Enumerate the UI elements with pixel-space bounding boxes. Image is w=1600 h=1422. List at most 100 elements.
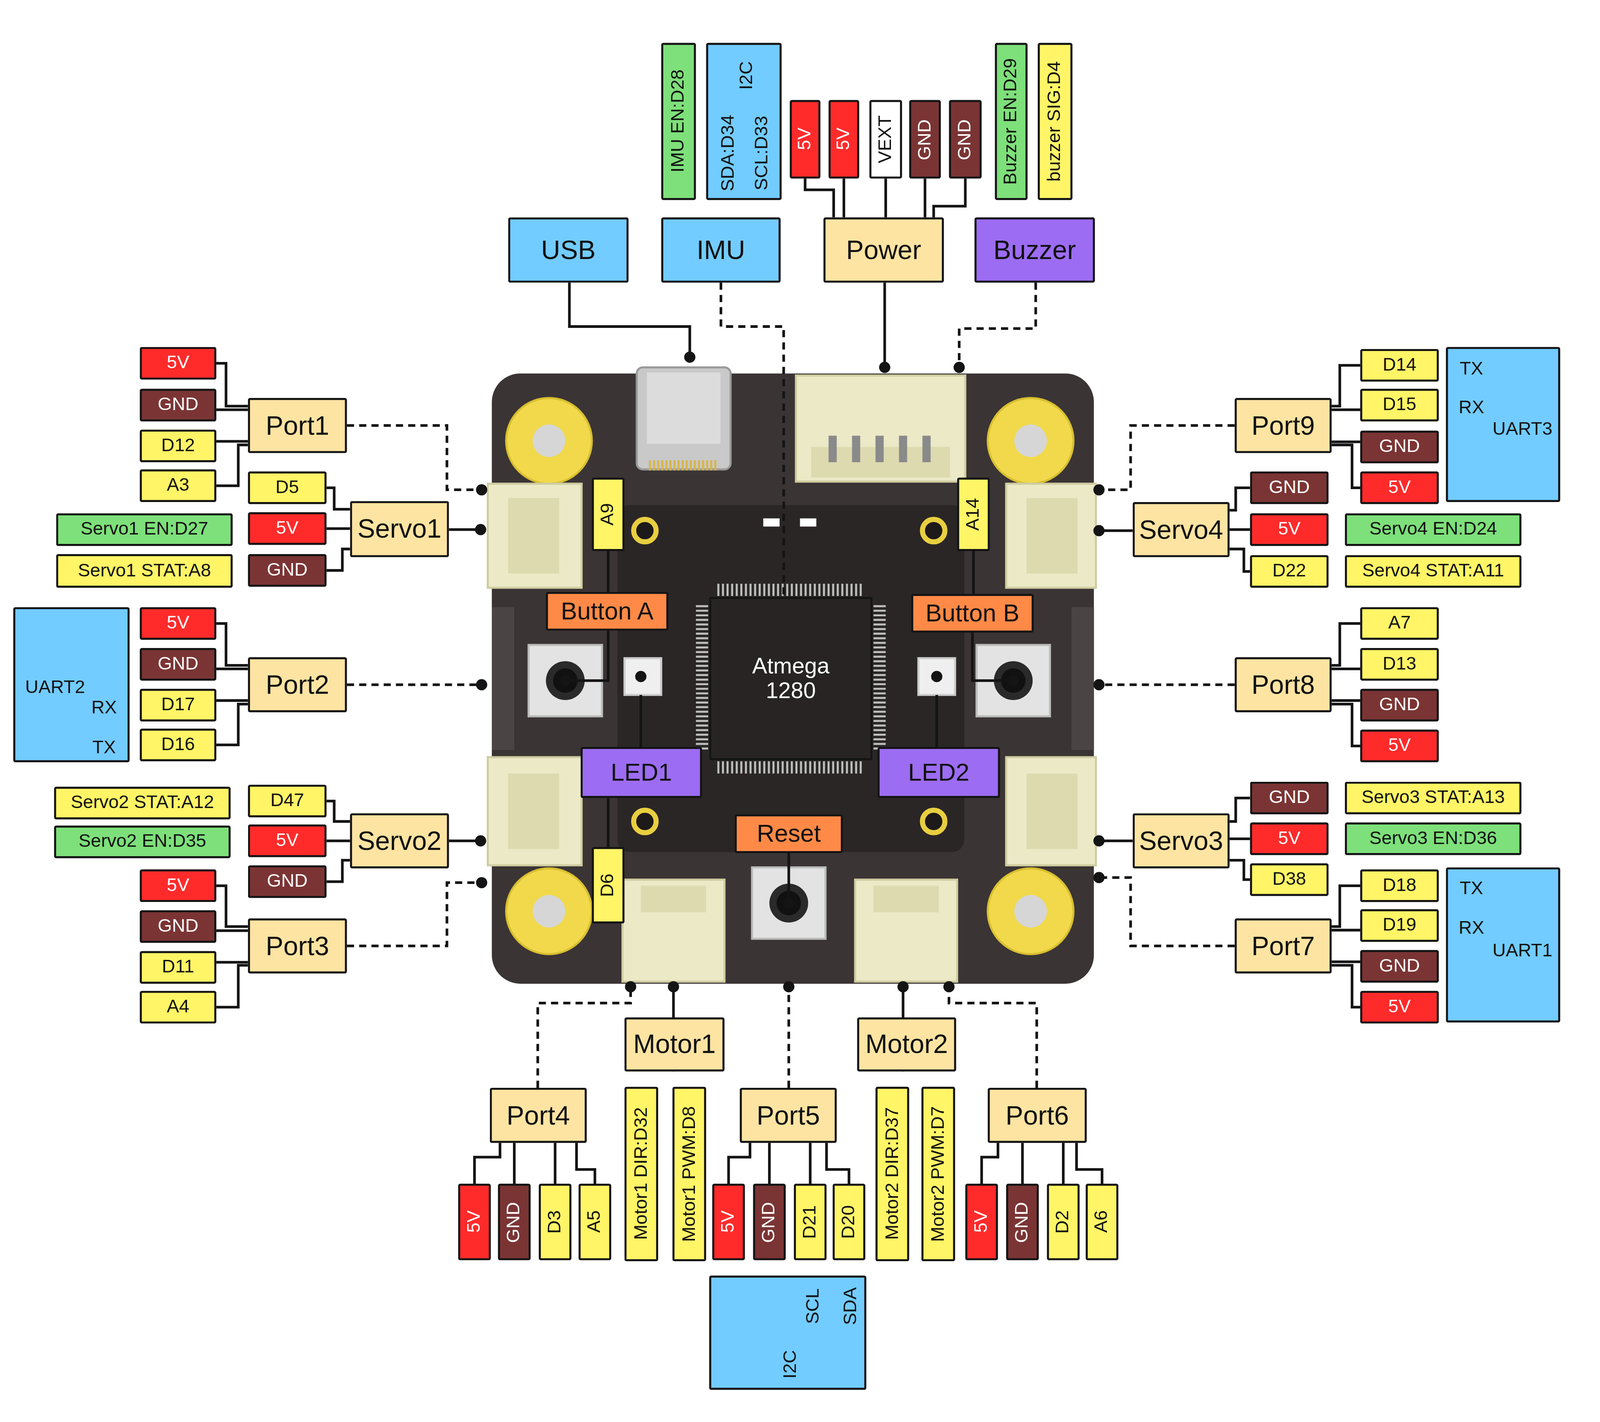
node-label: Port4 [506,1100,571,1131]
wire-connector [842,178,846,218]
wire-connector [326,548,350,571]
wire-connector [1331,408,1361,412]
signal-pin-tag: D18 [1360,869,1439,902]
ground-pin-tag: GND [753,1183,786,1261]
wire-connector [1229,548,1250,572]
node-label: D17 [161,694,195,716]
node-label: USB [541,235,596,265]
port-box: Motor1 [624,1017,725,1072]
node-label: D16 [161,734,195,756]
mounting-hole [1014,424,1047,458]
leader-line [959,282,1036,368]
power-pin-tag: 5V [1250,822,1329,855]
node-label: 5V [795,127,816,151]
interface-box: IMU [661,217,781,283]
indicator-box: Buzzer [974,217,1095,283]
wire-connector [1229,487,1250,511]
node-label: 5V [166,613,189,634]
wire-connector [1229,860,1250,880]
wire-connector [216,703,249,745]
signal-pin-tag: Motor2 PWM:D7 [921,1086,956,1262]
wire-connector [808,1142,812,1184]
power-pin-tag: 5V [789,100,821,179]
ground-pin-tag: GND [909,100,942,179]
signal-pin-tag: A7 [1360,607,1439,640]
enable-pin-tag: Buzzer EN:D29 [995,43,1028,201]
node-label: A7 [1388,613,1411,634]
attachment-dots [475,351,1105,993]
signal-pin-tag: D5 [248,471,327,504]
wire-connector [884,178,888,218]
wire-connector [1331,960,1361,963]
wire-connector [216,408,249,412]
motor-connector [873,885,939,913]
motor-connector [854,879,958,982]
node-label: 5V [1388,735,1411,756]
wire-connector [1229,528,1250,531]
node-label: GND [503,1201,525,1243]
motor-connector [640,885,707,913]
node-label: 5V [166,875,189,897]
node-label: 5V [1388,477,1411,499]
ground-pin-tag: GND [1250,471,1329,504]
node-label: 5V [833,127,855,151]
node-label: TX [1459,359,1484,380]
usb-pins [649,460,719,471]
leader-line [639,694,643,747]
port-box: Servo2 [349,813,449,869]
silkscreen-mark [763,518,780,527]
ground-pin-tag: GND [248,865,327,898]
port-box: Port7 [1234,918,1332,974]
dashed-leader-lines [347,282,1235,1088]
node-label: Port5 [756,1100,820,1131]
leader-line [569,282,690,357]
wire-connector [606,550,610,592]
dot [476,876,488,889]
mounting-hole [505,397,592,484]
node-label: Servo3 STAT:A13 [1361,787,1505,809]
servo-connector [1006,483,1096,588]
signal-pin-tag: D6 [592,846,625,924]
mounting-hole [532,894,566,928]
signal-pin-tag: D13 [1360,647,1439,681]
leader-line [1099,683,1235,686]
node-label: D13 [1382,654,1417,675]
button-box: Button A [545,592,669,631]
dot [943,980,955,993]
node-label: Port8 [1251,670,1315,700]
node-label: D6 [597,873,619,897]
ground-pin-tag: GND [1360,950,1439,983]
power-pin-tag: 5V [139,347,217,380]
wire-connector [1076,1142,1102,1184]
wire-connector [720,282,784,597]
dot [782,980,795,993]
signal-pin-tag: D19 [1360,909,1439,942]
node-label: 5V [275,518,299,539]
port-box: Port9 [1234,397,1332,454]
node-label: D38 [1272,869,1307,890]
mcu-chip: Atmega 1280 [709,597,873,761]
servo-connector [1026,773,1078,850]
wire-connector [1331,965,1361,1008]
dot [782,897,795,909]
wire-connector [923,178,927,218]
signal-pin-tag: Motor1 DIR:D32 [624,1086,659,1262]
wire-connector [971,550,975,594]
ground-pin-tag: GND [948,100,982,179]
board-edge [491,607,515,751]
wire-connector [216,699,249,702]
node-label: Power [845,235,922,265]
node-label: Motor1 DIR:D32 [631,1107,652,1241]
leader-line [883,282,887,368]
leader-line [972,632,1014,681]
node-label: GND [1268,787,1310,809]
node-label: UART3 [1492,419,1553,440]
signal-pin-tag: A6 [1085,1183,1119,1261]
leader-line [347,683,482,686]
wire-connector [1229,797,1250,822]
node-label: Servo3 EN:D36 [1369,828,1498,850]
node-label: Port2 [265,670,330,700]
signal-pin-tag: A14 [957,477,990,551]
leader-line [948,986,1037,1088]
